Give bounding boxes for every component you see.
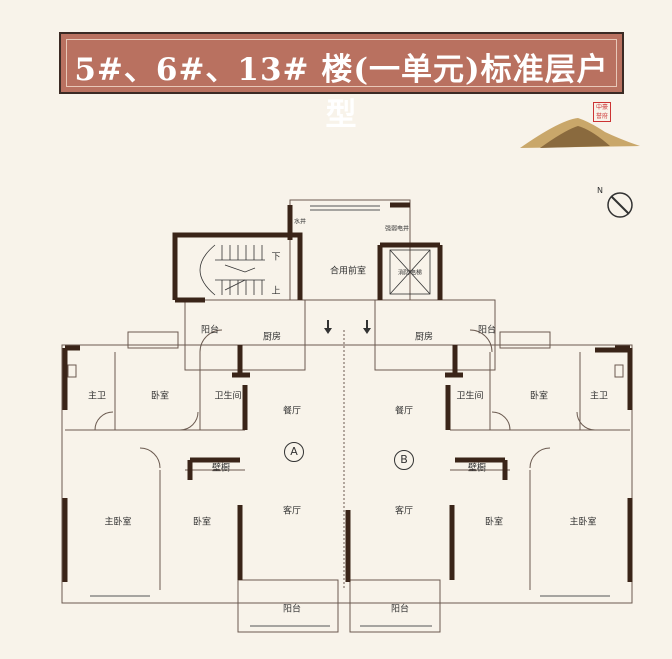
room-b-yangtai-top: 阳台	[477, 325, 497, 336]
room-b-chufang: 厨房	[414, 332, 434, 343]
page-title: 5#、6#、13# 楼(一单元)标准层户型	[74, 52, 609, 133]
entrance-arrows	[324, 320, 371, 334]
room-a-keting: 客厅	[282, 506, 302, 517]
unit-a-marker: A	[284, 442, 304, 462]
room-b-keting: 客厅	[394, 506, 414, 517]
stair-up-label: 上	[271, 286, 281, 297]
compass-icon	[607, 192, 633, 218]
windows	[90, 205, 610, 627]
thin-outlines	[61, 199, 633, 633]
seal-stamp: 中豪誉府	[593, 102, 611, 122]
room-qiang-dian: 强弱电井	[384, 225, 410, 233]
room-a-bichu: 壁橱	[211, 463, 231, 474]
room-b-yangtai: 阳台	[390, 604, 410, 615]
room-b-zhuwoshi: 主卧室	[569, 517, 597, 528]
room-a-woshi1: 卧室	[150, 391, 170, 402]
room-b-woshi2: 卧室	[484, 517, 504, 528]
room-a-yangtai-top: 阳台	[200, 325, 220, 336]
staircase	[199, 244, 265, 296]
room-a-chufang: 厨房	[262, 332, 282, 343]
room-b-zhuwei: 主卫	[589, 391, 609, 402]
stair-down-label: 下	[271, 252, 281, 263]
room-a-weisheng: 卫生间	[214, 391, 242, 402]
mountain-decoration	[520, 118, 640, 148]
room-xiao-fang: 消防电梯	[397, 269, 423, 277]
room-he-yong: 合用前室	[329, 266, 367, 277]
room-a-woshi2: 卧室	[192, 517, 212, 528]
room-b-canting: 餐厅	[394, 406, 414, 417]
room-shui-jing: 水井	[293, 218, 307, 226]
room-b-woshi1: 卧室	[529, 391, 549, 402]
unit-b-marker: B	[394, 450, 414, 470]
room-a-yangtai: 阳台	[282, 604, 302, 615]
room-b-weisheng: 卫生间	[456, 391, 484, 402]
compass-label: N	[597, 186, 603, 195]
room-a-zhuwoshi: 主卧室	[104, 517, 132, 528]
room-a-zhuwei: 主卫	[87, 391, 107, 402]
banner-border	[66, 39, 617, 87]
room-b-bichu: 壁橱	[467, 463, 487, 474]
elevator-shaft	[389, 249, 431, 295]
walls	[62, 202, 633, 582]
title-banner: 5#、6#、13# 楼(一单元)标准层户型	[59, 32, 624, 133]
room-a-canting: 餐厅	[282, 406, 302, 417]
